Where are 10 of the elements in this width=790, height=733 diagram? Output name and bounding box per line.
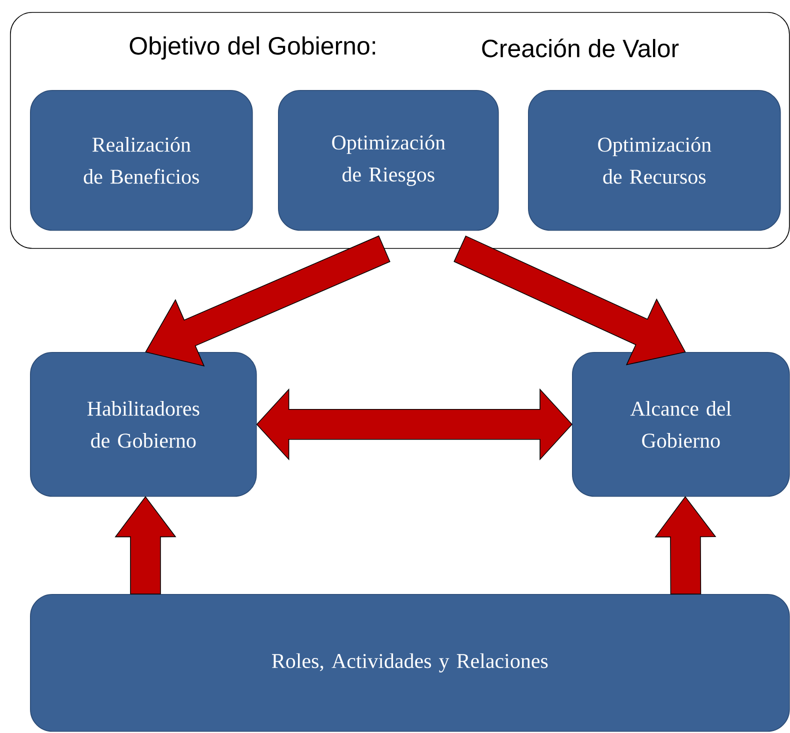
block-arrow <box>256 388 573 460</box>
process-box: Roles, Actividades y Relaciones <box>30 594 790 732</box>
process-box: Optimización de Recursos <box>528 90 781 231</box>
process-box: Habilitadores de Gobierno <box>30 352 257 497</box>
process-box: Alcance del Gobierno <box>572 352 790 497</box>
block-arrow <box>654 496 716 594</box>
block-arrow <box>454 236 686 366</box>
process-box: Realización de Beneficios <box>30 90 253 231</box>
process-box: Optimización de Riesgos <box>278 90 499 231</box>
block-arrow <box>114 496 176 594</box>
